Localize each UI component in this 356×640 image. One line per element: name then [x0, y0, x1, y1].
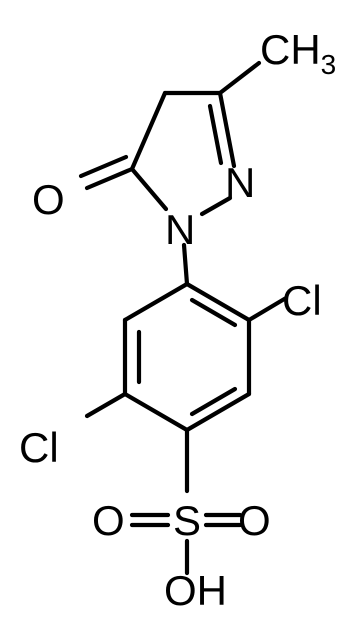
lower-chlorine-label: Cl	[19, 424, 59, 471]
upper-chlorine-label: Cl	[282, 277, 322, 324]
bond-c5-o	[84, 166, 135, 191]
bond-c5-o-double	[78, 154, 129, 179]
bond-ar1-ar2	[184, 281, 252, 323]
inner-bond-ar1-ar2	[189, 297, 238, 328]
hydroxyl-label: OH	[164, 567, 227, 614]
ring-nitrogen-label: N	[225, 159, 255, 206]
bond-c4-c5	[129, 90, 168, 172]
bond-c3-n2-double	[207, 103, 224, 166]
bond-ar5-cl	[84, 391, 128, 419]
methyl-label: CH3	[260, 26, 336, 80]
left-sulfonyl-oxygen-label: O	[92, 497, 125, 544]
bond-ar3-ar4	[184, 391, 252, 433]
right-sulfonyl-oxygen-label: O	[238, 497, 271, 544]
sulfonic-acid-group	[129, 512, 243, 576]
inner-bond-ar3-ar4	[189, 386, 238, 417]
aryl-nitrogen-label: N	[165, 206, 195, 253]
bond-c5-n1	[129, 166, 169, 212]
bond-c3-n2	[217, 90, 237, 169]
sulfur-label: S	[173, 497, 201, 544]
bond-ch3-c3	[217, 60, 262, 96]
bond-n1-aryl	[181, 242, 190, 287]
bond-n2-n1	[199, 195, 233, 217]
pyrazolone-ring	[78, 60, 262, 287]
bond-ar6-ar1	[122, 281, 190, 323]
benzene-ring	[84, 281, 289, 494]
bond-ar2-cl	[246, 295, 289, 323]
carbonyl-oxygen-label: O	[32, 176, 65, 223]
bond-ar4-ar5	[122, 391, 190, 433]
